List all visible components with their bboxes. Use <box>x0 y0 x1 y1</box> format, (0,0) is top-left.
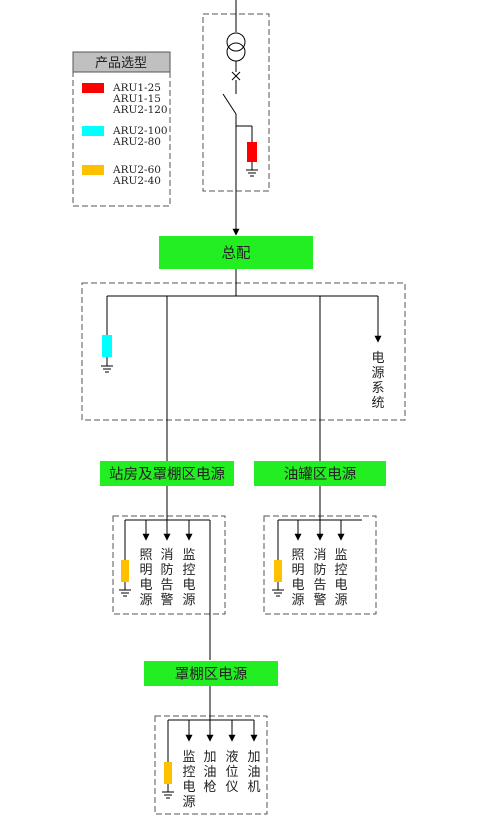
output-char: 告 <box>160 578 173 593</box>
output-char: 控 <box>182 563 195 578</box>
output-char: 电 <box>182 578 195 593</box>
transformer-icon <box>226 32 246 52</box>
output-char: 机 <box>247 780 260 795</box>
output-char: 监 <box>334 548 347 563</box>
legend-model-label: ARU2-120 <box>112 104 168 116</box>
legend-model-label: ARU2-100 <box>112 125 168 137</box>
tank-panel <box>263 486 377 615</box>
legend: 产品选型 ARU1-25 ARU1-15 ARU2-120 ARU2-100 A… <box>72 51 171 207</box>
ground-icon <box>246 169 258 177</box>
output-char: 照 <box>291 548 304 563</box>
switch-icon <box>222 93 237 115</box>
legend-model-label: ARU1-25 <box>112 82 161 94</box>
output-char: 电 <box>291 578 304 593</box>
output-char: 电 <box>371 351 384 366</box>
output-char: 加 <box>247 750 260 765</box>
legend-model-label: ARU2-80 <box>112 136 161 148</box>
legend-swatch-cyan <box>82 126 104 136</box>
output-char: 告 <box>313 578 326 593</box>
main-bus-section <box>81 269 406 462</box>
output-char: 加 <box>203 750 216 765</box>
tank-power-box <box>254 461 386 486</box>
ground-icon <box>272 589 284 597</box>
canopy-power-box <box>144 661 278 686</box>
incoming-section <box>202 0 270 236</box>
output-char: 警 <box>160 592 173 608</box>
output-char: 源 <box>182 593 195 608</box>
ground-icon <box>101 365 113 373</box>
spd-cyan <box>102 335 112 357</box>
output-char: 源 <box>182 795 195 810</box>
output-char: 防 <box>160 562 173 578</box>
spd-amber <box>274 560 282 582</box>
output-char: 明 <box>291 563 304 578</box>
main-distribution-label: 总配 <box>222 245 251 262</box>
output-char: 位 <box>225 765 238 780</box>
output-char: 照 <box>139 548 152 563</box>
output-char: 油 <box>247 765 260 780</box>
station-power-label: 站房及罩棚区电源 <box>109 466 225 483</box>
output-char: 源 <box>334 593 347 608</box>
legend-header <box>72 51 171 73</box>
output-char: 消 <box>160 548 173 563</box>
output-char: 消 <box>313 548 326 563</box>
station-outputs: 照 明 电 源 消 防 告 警 监 控 电 源 <box>139 548 195 608</box>
output-char: 油 <box>203 765 216 780</box>
output-char: 电 <box>139 578 152 593</box>
output-char: 监 <box>182 750 195 765</box>
ground-icon <box>162 791 174 799</box>
spd-red <box>247 142 257 162</box>
canopy-panel <box>154 686 268 815</box>
canopy-power-label: 罩棚区电源 <box>175 666 248 683</box>
canopy-outputs: 监 控 电 源 加 油 枪 液 位 仪 加 油 机 <box>182 750 260 810</box>
output-char: 电 <box>334 578 347 593</box>
output-char: 系 <box>371 381 384 396</box>
output-char: 控 <box>182 765 195 780</box>
output-char: 防 <box>313 562 326 578</box>
output-char: 明 <box>139 563 152 578</box>
output-char: 仪 <box>225 780 238 795</box>
spd-amber <box>164 762 172 784</box>
legend-model-label: ARU2-40 <box>112 175 161 187</box>
output-char: 源 <box>291 593 304 608</box>
output-char: 监 <box>182 548 195 563</box>
tank-outputs: 照 明 电 源 消 防 告 警 监 控 电 源 <box>291 548 347 608</box>
tank-power-label: 油罐区电源 <box>284 466 357 483</box>
output-char: 源 <box>139 593 152 608</box>
legend-swatch-red <box>82 83 104 93</box>
ground-icon <box>119 589 131 597</box>
output-char: 源 <box>371 366 384 381</box>
output-char: 统 <box>371 396 384 411</box>
legend-swatch-amber <box>82 165 104 175</box>
legend-model-label: ARU2-60 <box>112 164 161 176</box>
legend-title: 产品选型 <box>95 56 147 71</box>
output-char: 枪 <box>203 779 216 795</box>
output-char: 电 <box>182 780 195 795</box>
output-char: 警 <box>313 592 326 608</box>
power-system-output: 电 源 系 统 <box>371 351 384 411</box>
legend-model-label: ARU1-15 <box>112 93 161 105</box>
station-power-box <box>100 461 234 486</box>
spd-amber <box>121 560 129 582</box>
main-distribution-box <box>159 236 313 269</box>
station-panel <box>112 486 226 660</box>
output-char: 液 <box>225 750 238 765</box>
output-char: 控 <box>334 563 347 578</box>
